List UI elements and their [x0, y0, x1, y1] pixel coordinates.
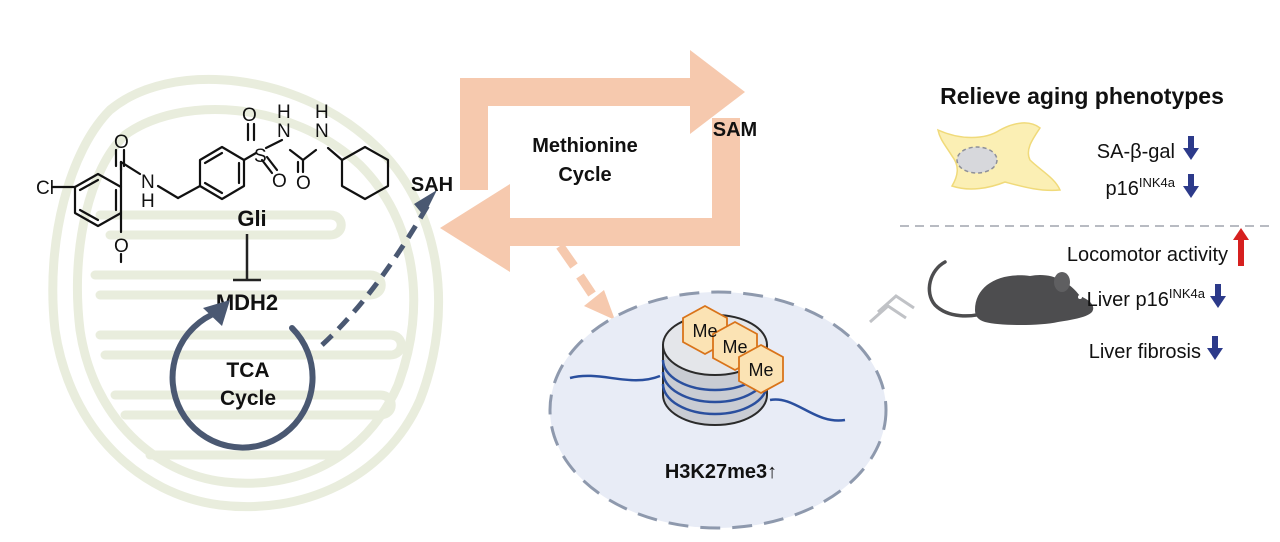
- urea-nitrogen-2: N: [315, 121, 329, 142]
- cell-phenotype-list: SA-β-gal p16INK4a: [1097, 141, 1176, 200]
- sulfonyl-oxygen-2: O: [272, 171, 287, 192]
- phenotype-liver-p16: Liver p16INK4a: [1087, 286, 1206, 311]
- urea-hydrogen-1: H: [277, 102, 291, 123]
- amide-nitrogen-atom: N: [141, 172, 155, 193]
- down-arrow-icon: [1183, 136, 1199, 160]
- glibenclamide-structure: Cl O N H O S O O N H O N H: [36, 102, 390, 264]
- methionine-label-line2: Cycle: [558, 164, 611, 186]
- tca-label-line2: Cycle: [220, 387, 276, 410]
- chlorine-atom: Cl: [36, 178, 54, 199]
- phenotype-p16: p16INK4a: [1105, 175, 1175, 200]
- tca-label-line1: TCA: [226, 359, 269, 382]
- urea-hydrogen-2: H: [315, 102, 329, 123]
- methyl-mark-3: Me: [748, 360, 773, 380]
- histone-mark-label: H3K27me3↑: [665, 461, 777, 483]
- double-chevron-icon: [869, 294, 915, 324]
- down-arrow-icon: [1183, 174, 1199, 198]
- methionine-label-line1: Methionine: [532, 135, 638, 157]
- urea-oxygen-atom: O: [296, 173, 311, 194]
- drug-label: Gli: [237, 206, 266, 231]
- mouse-phenotype-list: Locomotor activity Liver p16INK4a Liver …: [1067, 244, 1228, 363]
- sam-to-nucleus-dashed-arrow: [556, 243, 615, 320]
- trend-arrows: [1183, 136, 1249, 360]
- tca-to-sah-arrowhead: [414, 190, 437, 216]
- down-arrow-icon: [1210, 284, 1226, 308]
- methoxy-oxygen-atom: O: [114, 236, 129, 257]
- sulfonyl-oxygen-1: O: [242, 105, 257, 126]
- methyl-mark-1: Me: [692, 321, 717, 341]
- mitochondrion-outline: [48, 74, 444, 512]
- urea-nitrogen-1: N: [277, 121, 291, 142]
- phenotype-locomotor: Locomotor activity: [1067, 244, 1228, 266]
- senescent-cell-icon: [936, 122, 1062, 192]
- methyl-marks: Me Me Me: [682, 304, 784, 395]
- tca-to-sah-dashed-arrow: [320, 203, 431, 347]
- sah-label: SAH: [411, 174, 453, 196]
- sulfur-atom: S: [254, 146, 267, 167]
- down-arrow-icon: [1207, 336, 1223, 360]
- methyl-mark-2: Me: [722, 337, 747, 357]
- methionine-cycle-arrows: [440, 50, 745, 272]
- phenotype-sa-beta-gal: SA-β-gal: [1097, 141, 1175, 163]
- phenotype-liver-fibrosis: Liver fibrosis: [1089, 341, 1201, 363]
- tca-cycle-arrow: [169, 300, 316, 451]
- up-arrow-icon: [1233, 228, 1249, 266]
- phenotypes-title: Relieve aging phenotypes: [940, 83, 1224, 109]
- amide-oxygen-atom: O: [114, 132, 129, 153]
- amide-hydrogen-atom: H: [141, 191, 155, 212]
- sam-label: SAM: [713, 119, 757, 141]
- mouse-icon: [927, 260, 1094, 325]
